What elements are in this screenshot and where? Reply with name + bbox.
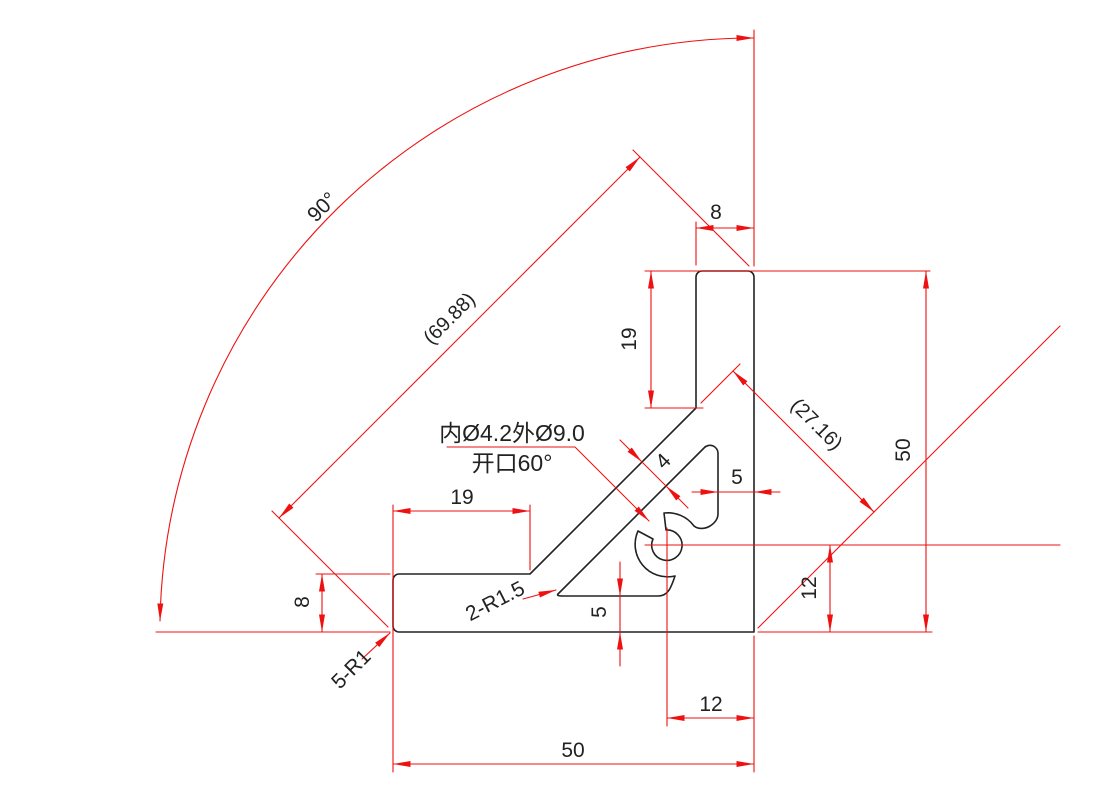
dim-line	[278, 156, 641, 519]
dimension-left-leg-inner	[392, 504, 531, 571]
dimension-top-thickness	[695, 221, 755, 266]
leader-line	[522, 589, 557, 600]
ext-line-2	[757, 325, 1061, 629]
dimension-overall-width	[392, 504, 755, 773]
dimension-diag-outer-ref	[271, 149, 750, 628]
label-web-fillet: 2-R1.5	[462, 577, 529, 626]
label-hole-note-1: 内Ø4.2外Ø9.0	[439, 420, 585, 446]
corner-fillet-leader	[361, 632, 391, 660]
label-hole-note-2: 开口60°	[472, 450, 553, 476]
dimension-90deg	[155, 29, 755, 633]
label-web-thickness: 4	[651, 449, 676, 474]
dim-tail-2	[665, 485, 689, 509]
label-hole-offset-right: 12	[798, 576, 821, 599]
label-overall-height: 50	[892, 438, 915, 461]
leader-line	[446, 446, 650, 522]
label-bottom-wall: 5	[588, 606, 611, 618]
label-diag-inner-ref: (27.16)	[786, 395, 846, 455]
label-diag-outer-ref: (69.88)	[420, 289, 480, 349]
dim-tail-1	[619, 439, 643, 463]
dimension-hole-offset-bottom	[666, 635, 755, 773]
leader-line	[361, 632, 391, 660]
dimension-left-thickness	[315, 573, 391, 633]
cavity-profile	[556, 444, 719, 597]
dim-line	[732, 370, 875, 513]
label-hole-offset-bottom: 12	[699, 693, 722, 716]
ext-line-1	[271, 510, 389, 628]
ext-line-2	[632, 149, 750, 267]
label-side-wall: 5	[731, 466, 743, 489]
hole-centerlines	[644, 527, 1061, 727]
ext-line-1	[700, 363, 741, 404]
label-overall-width: 50	[561, 739, 584, 762]
dimension-diag-inner-ref	[700, 325, 1061, 629]
dimension-right-leg-inner	[644, 270, 931, 409]
dimension-web-thickness	[619, 439, 689, 509]
dim-span	[641, 461, 667, 487]
label-left-leg-inner: 19	[450, 486, 473, 509]
angle-arc	[157, 35, 755, 622]
label-left-thickness: 8	[291, 596, 314, 608]
label-top-thickness: 8	[710, 201, 722, 224]
hole-note-leader	[446, 446, 650, 522]
label-angle: 90°	[303, 188, 342, 227]
dimension-overall-height	[757, 270, 933, 633]
web-fillet-leader	[522, 589, 557, 600]
label-right-leg-inner: 19	[618, 327, 641, 350]
